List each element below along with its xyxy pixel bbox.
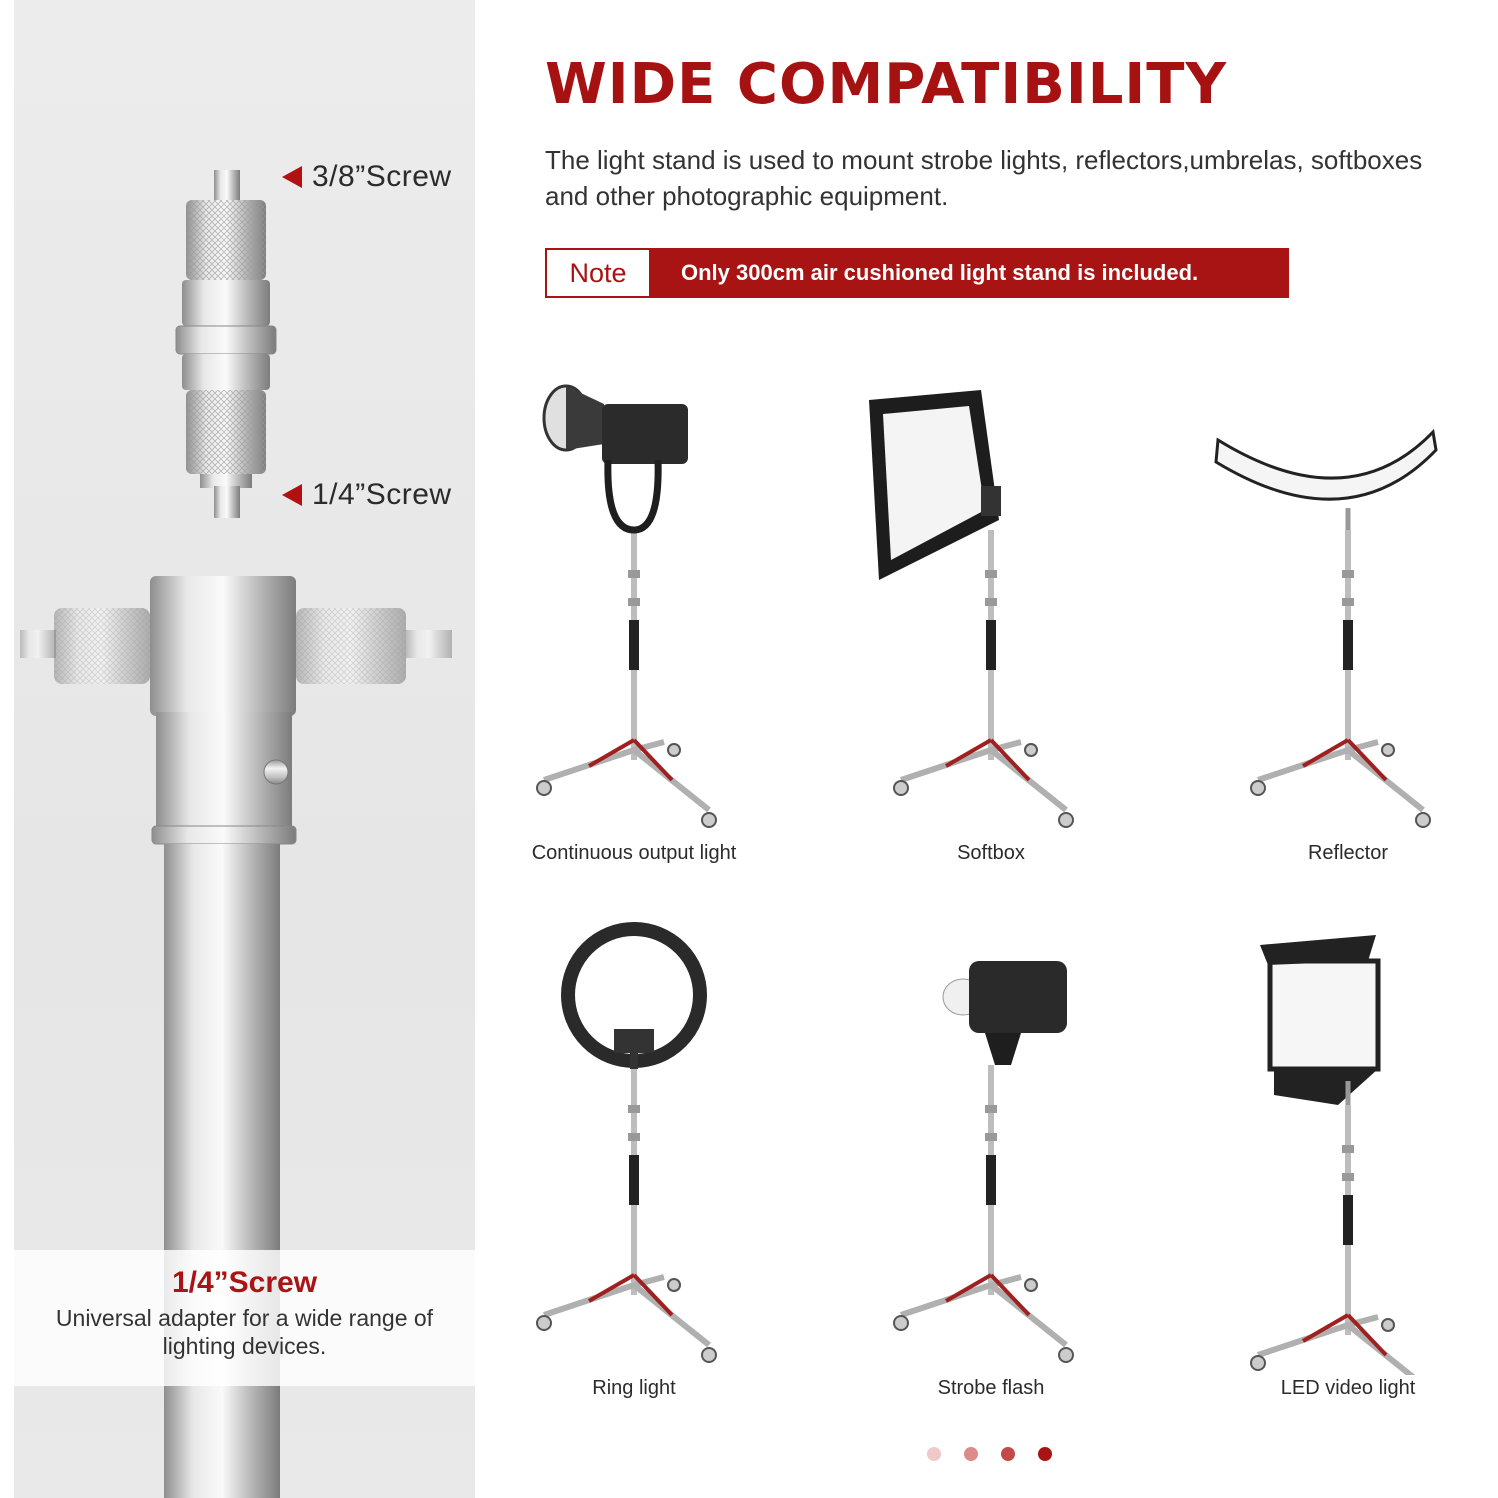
product-card: Softbox <box>841 370 1141 864</box>
bottom-screw-label: 1/4”Screw <box>312 478 452 511</box>
product-card: LED video light <box>1198 905 1498 1399</box>
page-dot[interactable] <box>927 1447 941 1461</box>
note-text: Only 300cm air cushioned light stand is … <box>681 260 1199 285</box>
top-screw-label: 3/8”Screw <box>312 160 452 193</box>
continuous-light-icon <box>536 384 717 828</box>
product-label: Reflector <box>1307 842 1389 864</box>
page-dot[interactable] <box>1001 1447 1015 1461</box>
spigot-adapter-illustration <box>20 170 452 1498</box>
page-title: WIDE COMPATIBILITY <box>545 52 1227 117</box>
product-label: Strobe flash <box>937 1377 1045 1399</box>
product-card: Strobe flash <box>841 905 1141 1399</box>
pointer-arrow-icon <box>282 484 302 506</box>
note-tag: Note <box>547 250 649 296</box>
product-label: Softbox <box>957 842 1025 864</box>
adapter-panel: 3/8”Screw 1/4”Screw <box>14 0 475 1498</box>
page-dot-active[interactable] <box>1038 1447 1052 1461</box>
ring-light-icon <box>536 922 717 1363</box>
led-panel-icon <box>1250 935 1416 1375</box>
pointer-arrow-icon <box>282 166 302 188</box>
product-card: Continuous output light <box>484 370 784 864</box>
product-card: Reflector <box>1198 370 1498 864</box>
carousel-pagination <box>927 1447 1052 1461</box>
note-banner: Note Only 300cm air cushioned light stan… <box>545 248 1289 298</box>
caption-title: 1/4”Screw <box>171 1266 318 1299</box>
strobe-flash-icon <box>893 961 1074 1363</box>
bottom-screw-callout: 1/4”Screw <box>282 478 452 512</box>
softbox-icon <box>869 390 1074 828</box>
page-dot[interactable] <box>964 1447 978 1461</box>
adapter-caption: 1/4”Screw Universal adapter for a wide r… <box>14 1250 475 1386</box>
product-label: Continuous output light <box>531 842 737 864</box>
caption-text: Universal adapter for a wide range of li… <box>55 1305 434 1359</box>
product-label: Ring light <box>592 1377 676 1399</box>
reflector-icon <box>1214 428 1438 828</box>
top-screw-callout: 3/8”Screw <box>282 160 452 194</box>
product-label: LED video light <box>1280 1377 1416 1399</box>
intro-text: The light stand is used to mount strobe … <box>545 145 1423 211</box>
product-card: Ring light <box>484 905 784 1399</box>
